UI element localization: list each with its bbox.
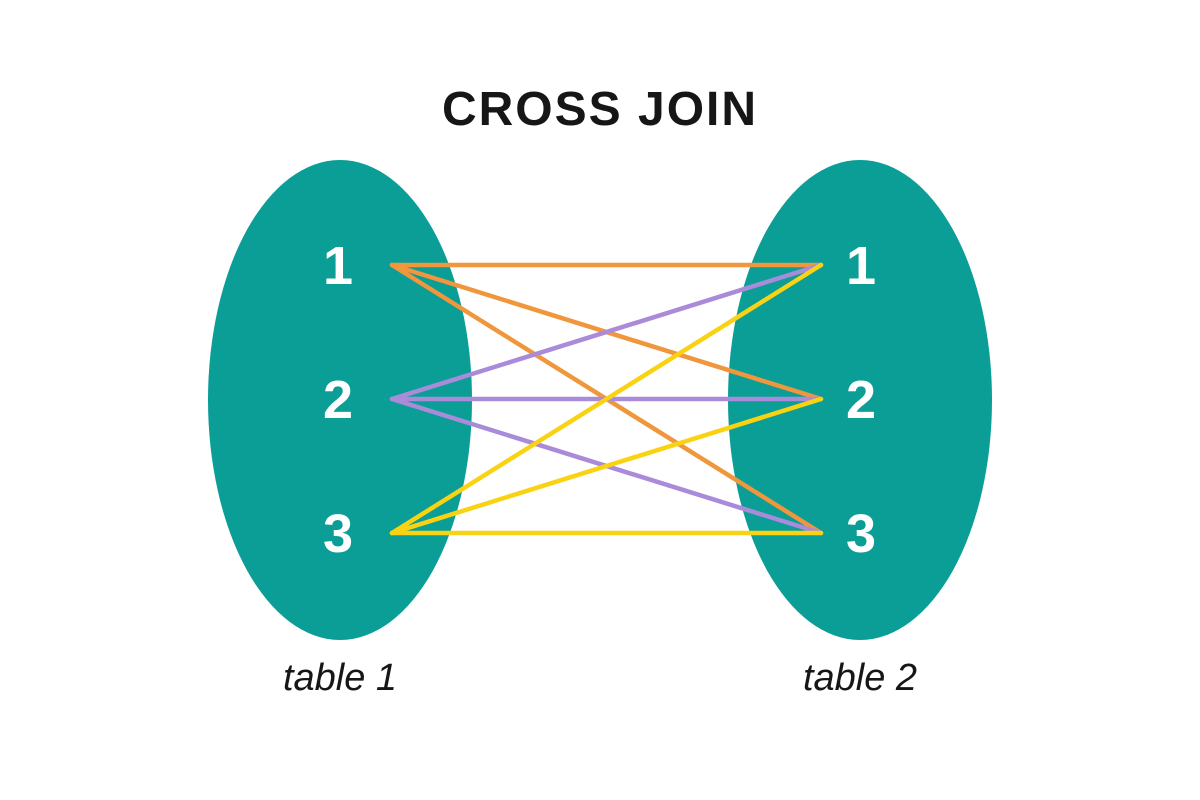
left-table-ellipse <box>208 160 472 640</box>
connection-lines <box>389 262 824 536</box>
diagram-title: CROSS JOIN <box>441 83 759 136</box>
right-node-2: 2 <box>846 370 876 430</box>
left-node-3: 3 <box>323 504 353 564</box>
right-node-1: 1 <box>846 236 876 296</box>
right-node-3: 3 <box>846 504 876 564</box>
left-node-2: 2 <box>323 370 353 430</box>
left-node-1: 1 <box>323 236 353 296</box>
right-table-label: table 2 <box>802 657 918 699</box>
connection-3-to-1 <box>389 262 824 536</box>
left-table-label: table 1 <box>282 657 398 699</box>
connection-3-to-2 <box>389 396 824 536</box>
connection-2-to-1 <box>389 262 824 402</box>
